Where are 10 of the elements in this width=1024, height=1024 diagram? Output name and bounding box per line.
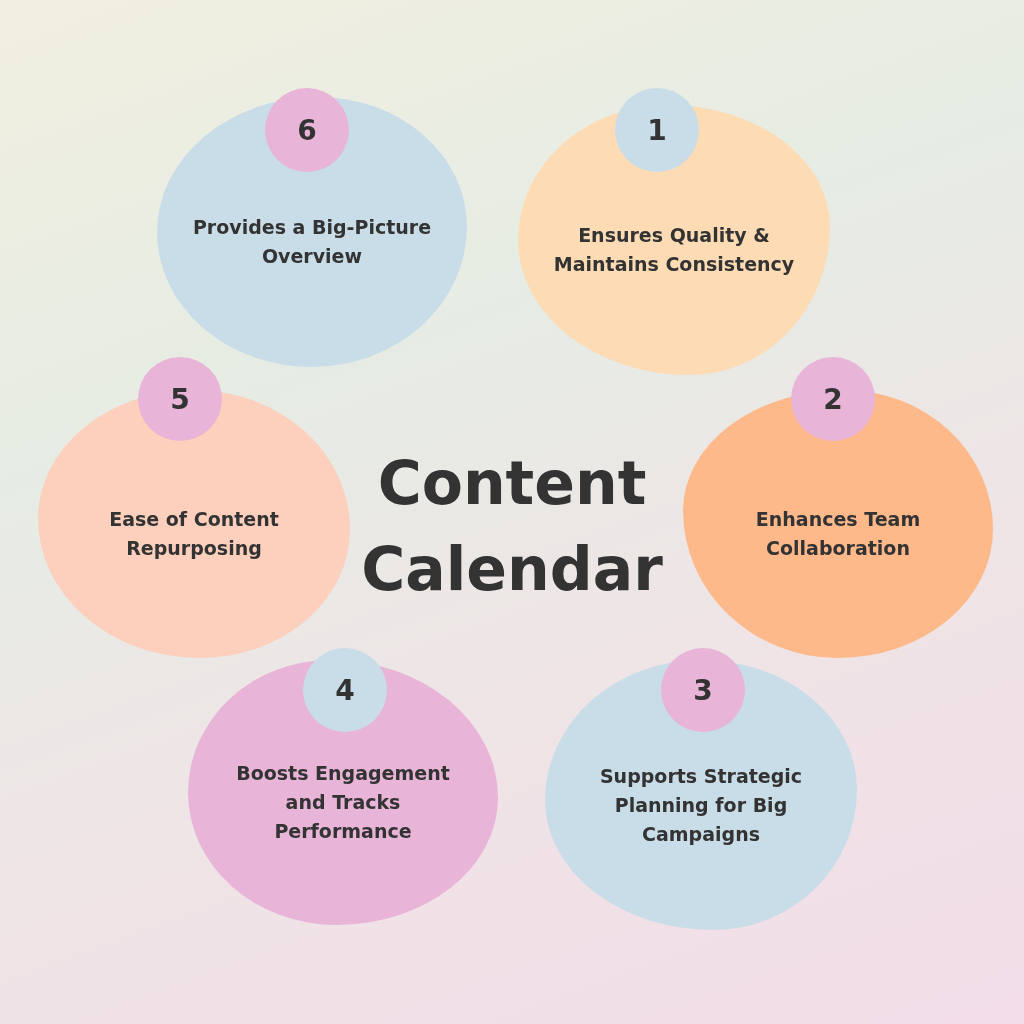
benefit-text: Ensures Quality & Maintains Consistency xyxy=(552,223,796,277)
benefit-text: Boosts Engagement and Tracks Performance xyxy=(235,761,451,844)
number-badge: 5 xyxy=(138,357,222,441)
benefit-text: Provides a Big-Picture Overview xyxy=(191,215,433,269)
benefit-text: Ease of Content Repurposing xyxy=(108,507,280,561)
number-badge: 1 xyxy=(615,88,699,172)
benefit-text: Enhances Team Collaboration xyxy=(754,507,922,561)
number-badge: 2 xyxy=(791,357,875,441)
diagram-title: Content Calendar xyxy=(360,447,664,606)
benefit-text: Supports Strategic Planning for Big Campaigns xyxy=(598,763,804,847)
